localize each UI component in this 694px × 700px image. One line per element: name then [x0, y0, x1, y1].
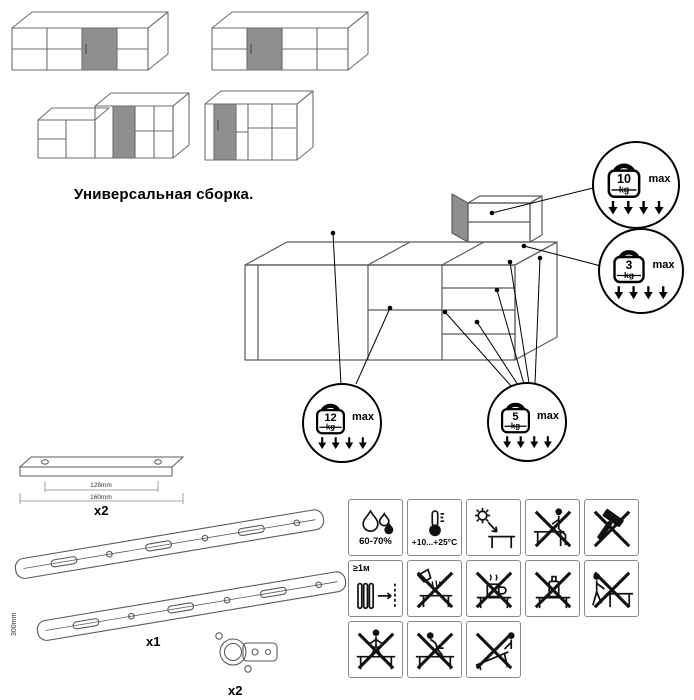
sun-table-icon — [474, 507, 515, 548]
kettlebell-icon: 3 kg — [613, 249, 646, 283]
load-direction-arrows — [614, 285, 668, 299]
no-hammer-icon — [593, 508, 630, 547]
kettlebell-icon: 10 kg — [608, 162, 641, 198]
no-kneeling-on-table-icon — [415, 631, 454, 669]
weight-limit-badge-3kg: 3 kg max — [598, 228, 684, 314]
thermometer-icon — [428, 510, 444, 536]
kettlebell-row: 5 kg max — [495, 398, 559, 435]
load-direction-arrows — [608, 200, 664, 214]
kettlebell-row: 12 kg max — [310, 399, 374, 436]
weight-limit-badge-12kg: 12 kg max — [302, 383, 382, 463]
care-icon-no-standing — [348, 621, 403, 678]
kettlebell-icon: 5 kg — [500, 402, 531, 433]
max-label: max — [648, 172, 671, 185]
radiator-distance-icon — [356, 582, 396, 609]
desk-variant-4 — [204, 90, 314, 161]
no-sitting-on-table-icon — [533, 507, 571, 547]
kettlebell-row: 10 kg max — [601, 158, 671, 200]
humidity-range-label: 60-70% — [359, 536, 392, 548]
hinge-quantity-label: x2 — [228, 683, 243, 698]
desk-variant-1 — [11, 11, 169, 71]
weight-unit: kg — [326, 422, 335, 431]
care-icon-temperature: +10...+25°C — [407, 499, 462, 556]
weight-value: 12 — [324, 412, 336, 424]
max-label: max — [652, 258, 675, 271]
desk-variant-3 — [37, 92, 190, 159]
slides-quantity-label: x1 — [146, 634, 161, 649]
kettlebell-icon: 12 kg — [315, 403, 346, 434]
care-icon-no-sitting — [525, 499, 580, 556]
care-icon-heater-distance: ≥1м — [348, 560, 403, 617]
care-icon-no-hammering — [584, 499, 639, 556]
rail-total-length-dimension: 160mm — [90, 494, 112, 501]
care-icon-no-kneeling — [407, 621, 462, 678]
no-pushing-table-icon — [591, 571, 633, 608]
no-standing-on-table-icon — [356, 628, 395, 669]
drawer-slides-drawing — [14, 509, 347, 641]
care-icon-grid: 60-70% +10...+25°C — [348, 499, 639, 678]
care-icon-no-solvents — [525, 560, 580, 617]
temperature-range-label: +10...+25°C — [411, 536, 458, 547]
care-icon-avoid-sunlight — [466, 499, 521, 556]
weight-limit-badge-5kg: 5 kg max — [487, 382, 567, 462]
load-direction-arrows — [502, 435, 552, 448]
slides-length-dimension: 300mm — [11, 612, 18, 636]
no-hot-liquid-icon — [475, 571, 512, 608]
page-title: Универсальная сборка. — [74, 186, 254, 203]
weight-unit: kg — [625, 270, 635, 280]
no-solvent-bottle-icon — [534, 571, 571, 608]
weight-value: 3 — [626, 258, 633, 272]
no-pouring-icon — [416, 567, 453, 608]
max-label: max — [351, 411, 375, 423]
care-icon-no-hot-objects — [466, 560, 521, 617]
weight-unit: kg — [619, 184, 629, 194]
care-icon-no-tilting — [466, 621, 521, 678]
water-drops-icon — [361, 509, 393, 535]
care-icon-no-pushing — [584, 560, 639, 617]
leader-lines — [332, 186, 602, 388]
rail-quantity-label: x2 — [94, 503, 109, 518]
handle-rail-drawing — [18, 456, 185, 504]
desk-variant-2 — [211, 11, 369, 71]
load-direction-arrows — [317, 436, 367, 449]
rail-hole-spacing-dimension: 128mm — [90, 482, 112, 489]
care-icon-no-pouring-liquid — [407, 560, 462, 617]
weight-unit: kg — [511, 421, 520, 430]
kettlebell-row: 3 kg max — [607, 245, 675, 285]
heater-distance-label: ≥1м — [353, 563, 370, 573]
care-icon-humidity: 60-70% — [348, 499, 403, 556]
max-label: max — [536, 410, 560, 422]
weight-limit-badge-10kg: 10 kg max — [592, 141, 680, 229]
no-tilting-table-icon — [474, 631, 515, 670]
weight-value: 10 — [618, 172, 632, 186]
leader-dots — [330, 210, 543, 325]
weight-value: 5 — [512, 411, 518, 423]
main-desk-drawing — [244, 193, 558, 361]
hinge-drawing — [215, 632, 278, 673]
